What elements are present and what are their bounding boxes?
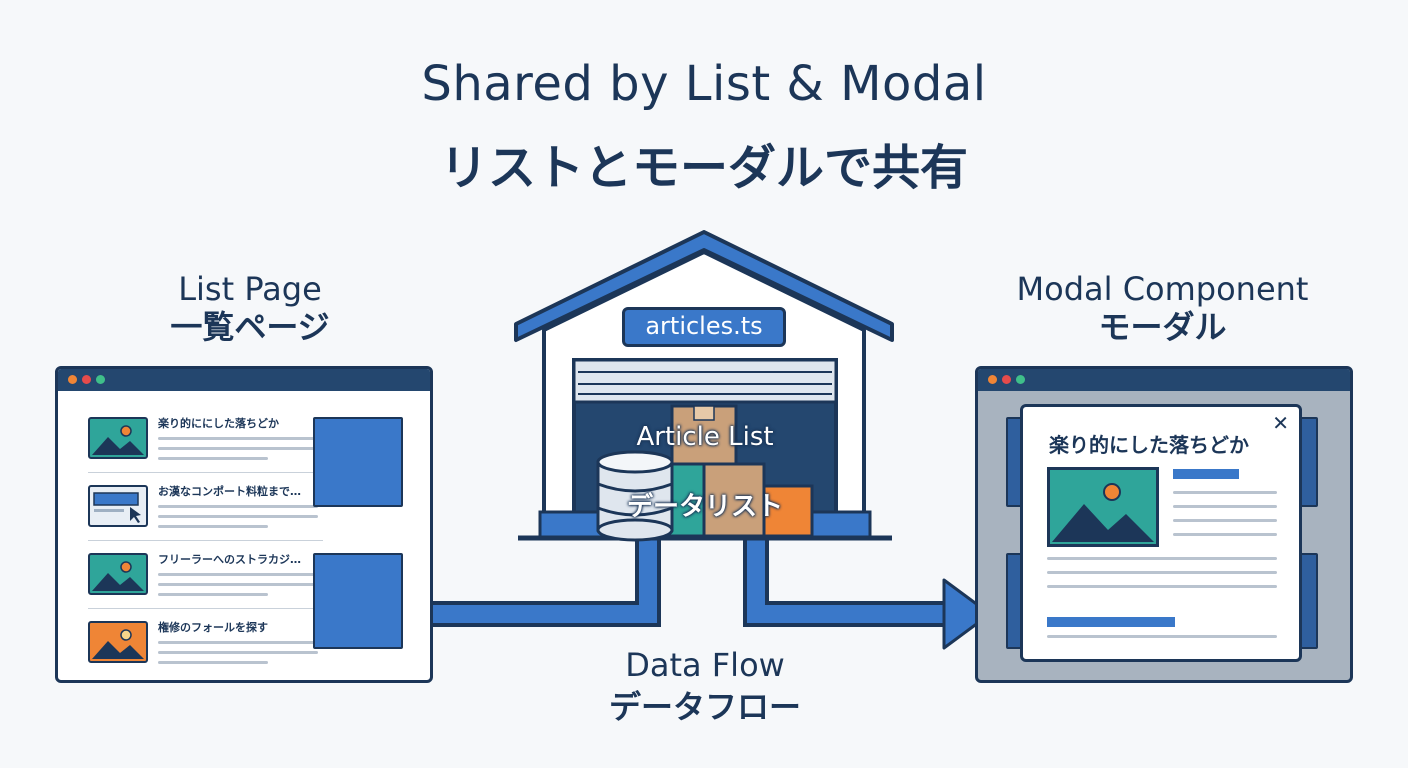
window-dot-icon	[96, 375, 105, 384]
data-flow-label: Data Flow データフロー	[590, 644, 820, 728]
landscape-image-icon	[88, 621, 148, 663]
list-item-title: 楽り的ににした落ちどか	[158, 417, 279, 430]
data-flow-label-en: Data Flow	[625, 646, 785, 684]
list-item-title: お漢なコンポート料粒まで…	[158, 485, 301, 498]
browser-titlebar	[58, 369, 430, 391]
window-dot-icon	[68, 375, 77, 384]
list-item[interactable]: お漢なコンポート料粒まで…	[88, 485, 323, 545]
flow-connector-right	[743, 540, 950, 627]
data-flow-label-ja: データフロー	[608, 688, 801, 726]
article-list-label: Article List	[636, 422, 774, 452]
landscape-image-icon	[88, 553, 148, 595]
list-item-title: 権修のフォールを探す	[158, 621, 268, 634]
modal-label-ja: モーダル	[1098, 308, 1227, 346]
list-page-label-ja: 一覧ページ	[170, 308, 330, 346]
sidebar-block	[313, 553, 403, 649]
modal-label-en: Modal Component	[1016, 270, 1309, 308]
data-list-label: データリスト	[626, 492, 783, 522]
flow-arrowhead	[942, 578, 992, 650]
window-dot-icon	[1016, 375, 1025, 384]
browser-cursor-icon	[88, 485, 148, 527]
list-item-title: フリーラーへのストラカジ…	[158, 553, 301, 566]
diagram-title-ja: リストとモーダルで共有	[439, 140, 968, 196]
articles-file-tag: articles.ts	[622, 307, 786, 347]
modal-card: 楽り的にした落ちどか ✕	[1020, 404, 1302, 662]
list-item[interactable]: 楽り的ににした落ちどか	[88, 417, 323, 477]
modal-title: 楽り的にした落ちどか	[1049, 433, 1249, 457]
window-dot-icon	[988, 375, 997, 384]
window-dot-icon	[82, 375, 91, 384]
sidebar-block	[313, 417, 403, 507]
modal-label: Modal Component モーダル	[990, 270, 1335, 346]
list-page-label: List Page 一覧ページ	[130, 270, 370, 346]
close-icon[interactable]: ✕	[1272, 411, 1289, 435]
flow-connector-left	[400, 540, 661, 627]
landscape-image-icon	[88, 417, 148, 459]
diagram-title-en: Shared by List & Modal	[421, 56, 987, 112]
browser-titlebar	[978, 369, 1350, 391]
list-page-label-en: List Page	[178, 270, 322, 308]
list-item[interactable]: 権修のフォールを探す	[88, 621, 323, 681]
list-item[interactable]: フリーラーへのストラカジ…	[88, 553, 323, 613]
window-dot-icon	[1002, 375, 1011, 384]
landscape-image-icon	[1047, 467, 1159, 547]
list-page-window: 楽り的ににした落ちどか お漢なコンポート料粒まで… フリーラーへのストラカジ… …	[55, 366, 433, 683]
